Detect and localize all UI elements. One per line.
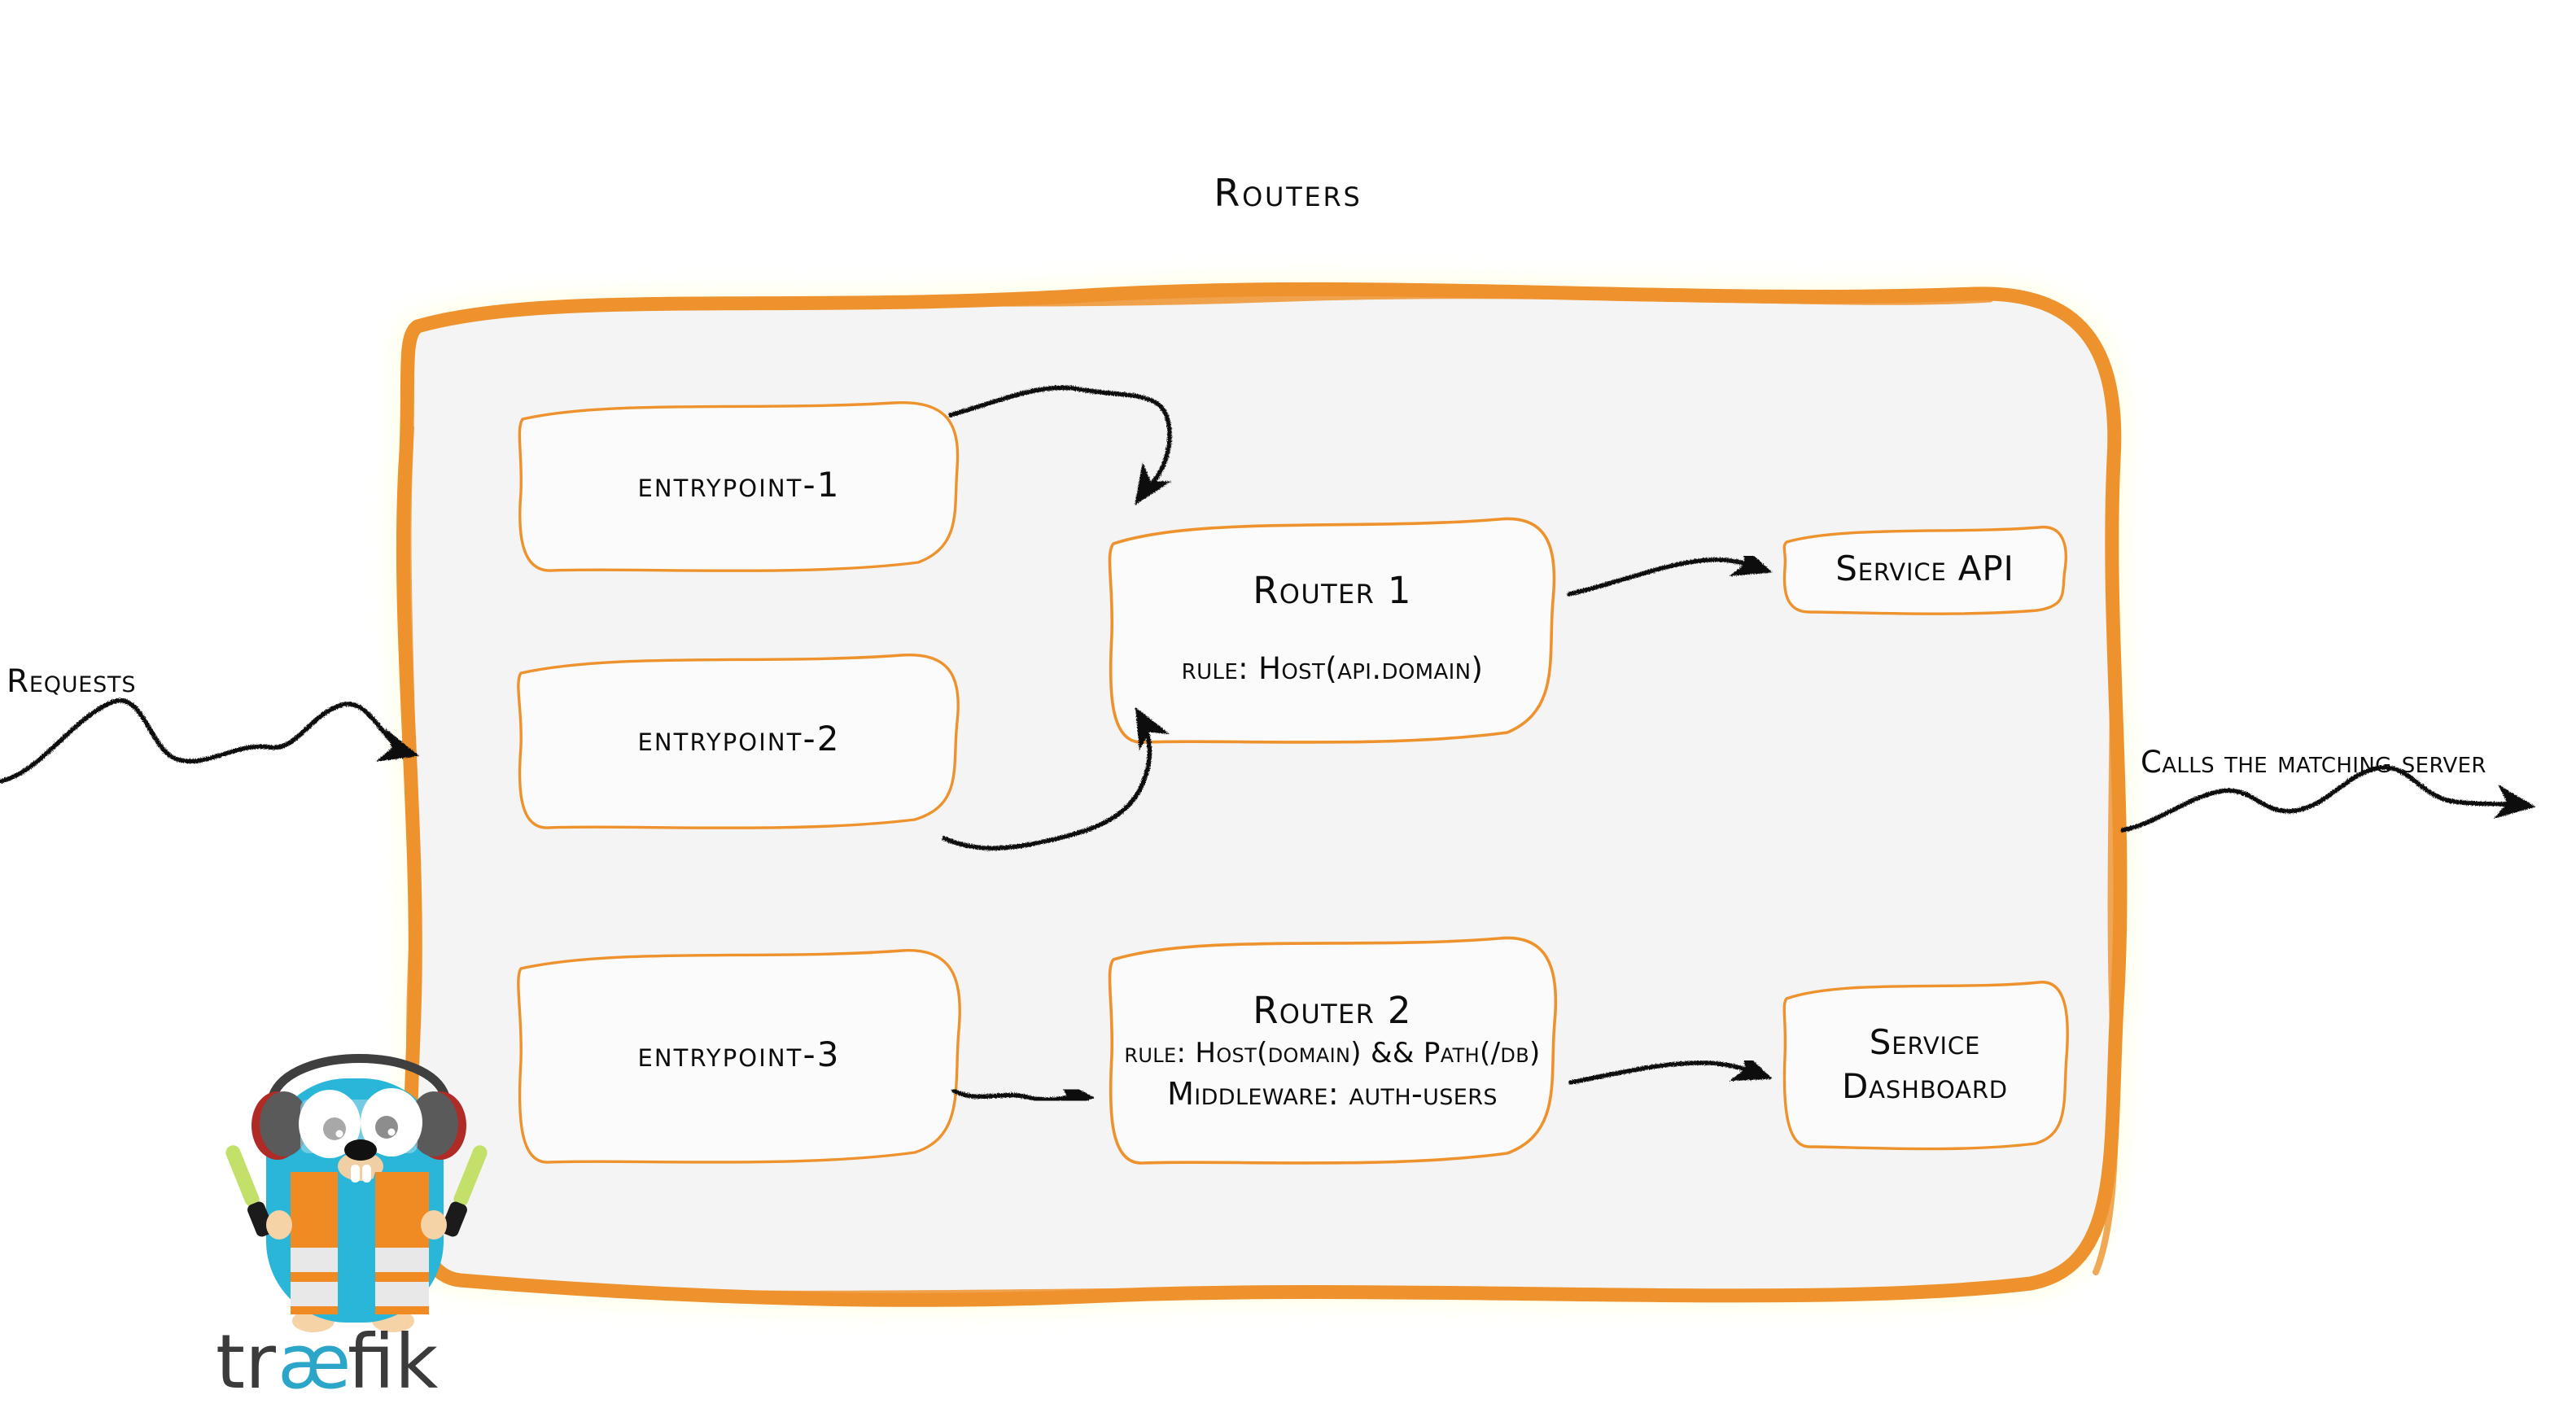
headphone-right (409, 1091, 466, 1160)
router-2-rule: rule: Host(domain) && Path(/db) (1124, 1036, 1541, 1069)
logo-text-3: fik (348, 1318, 439, 1406)
entrypoint-1-box[interactable]: entrypoint-1 (511, 387, 967, 582)
logo-text-1: tr (216, 1318, 276, 1406)
service-api-label: Service API (1835, 549, 2014, 589)
entrypoint-2-label: entrypoint-2 (637, 718, 841, 759)
traefik-mascot-logo: tr æ fik (216, 1021, 501, 1408)
mascot-eye-left (299, 1090, 361, 1158)
mascot-tooth-right (362, 1165, 371, 1183)
wand-right (441, 1145, 488, 1237)
mascot-hand-left (266, 1210, 292, 1240)
vest-stripe-2-right (375, 1282, 429, 1306)
vest-gap-right (359, 1172, 375, 1316)
vest-left (291, 1172, 338, 1314)
service-dashboard-line1: Service (1869, 1021, 1981, 1062)
service-api-box[interactable]: Service API (1778, 521, 2071, 617)
vest-stripe-1-right (375, 1248, 429, 1272)
router-1-rule: rule: Host(api.domain) (1181, 650, 1484, 686)
mascot-eye-right (361, 1088, 422, 1157)
router-1-box[interactable]: Router 1 rule: Host(api.domain) (1100, 498, 1564, 756)
mascot-snout (338, 1152, 383, 1181)
calls-matching-server-label: Calls the matching server (2141, 745, 2486, 780)
vest-stripe-2-left (291, 1282, 338, 1306)
mascot-hand-right (421, 1210, 447, 1240)
headphone-left (251, 1091, 308, 1160)
page-title: Routers (1214, 171, 1362, 215)
vest-stripe-1-left (291, 1248, 338, 1272)
logo-text-ae: æ (278, 1318, 351, 1406)
service-dashboard-box[interactable]: Service Dashboard (1778, 973, 2071, 1156)
traefik-wordmark: tr æ fik (216, 1318, 439, 1406)
entrypoint-1-label: entrypoint-1 (637, 464, 841, 505)
entrypoint-3-label: entrypoint-3 (637, 1034, 841, 1074)
router-2-middleware: Middleware: auth-users (1167, 1075, 1498, 1112)
requests-label: Requests (7, 663, 137, 700)
entrypoint-2-box[interactable]: entrypoint-2 (511, 637, 967, 839)
arrow-requests-to-entrypoints (0, 697, 420, 784)
headphone-band (268, 1054, 450, 1101)
service-dashboard-line2: Dashboard (1842, 1065, 2008, 1106)
vest-gap-left (338, 1172, 356, 1316)
mascot-tooth-left (351, 1165, 360, 1183)
router-2-box[interactable]: Router 2 rule: Host(domain) && Path(/db)… (1100, 924, 1564, 1176)
mascot-nose (344, 1139, 377, 1161)
vest-right (375, 1172, 429, 1314)
router-2-title: Router 2 (1253, 988, 1412, 1032)
entrypoint-3-box[interactable]: entrypoint-3 (511, 934, 967, 1174)
router-1-title: Router 1 (1253, 568, 1412, 612)
